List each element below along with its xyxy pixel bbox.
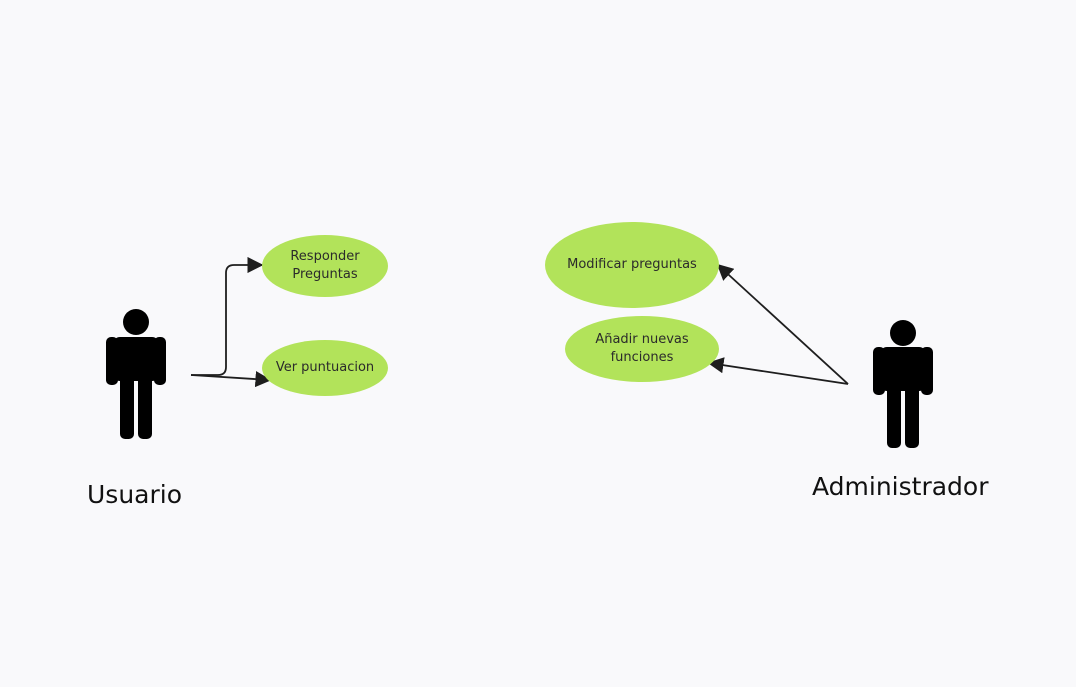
use-case-responder-preguntas[interactable] xyxy=(262,235,388,297)
use-case-anadir-funciones[interactable] xyxy=(565,316,719,382)
connector-usuario-responder[interactable] xyxy=(191,256,264,376)
connector-admin-modificar[interactable] xyxy=(716,263,849,385)
connector-usuario-ver-puntuacion[interactable] xyxy=(190,370,272,388)
actor-administrador-person-icon[interactable] xyxy=(873,320,933,448)
connector-admin-anadir[interactable] xyxy=(707,357,849,385)
use-case-ver-puntuacion[interactable] xyxy=(262,340,388,396)
actor-usuario-person-icon[interactable] xyxy=(106,309,166,439)
actor-label-usuario: Usuario xyxy=(87,480,183,509)
actor-label-administrador: Administrador xyxy=(812,472,989,501)
use-case-modificar-preguntas[interactable] xyxy=(545,222,719,308)
